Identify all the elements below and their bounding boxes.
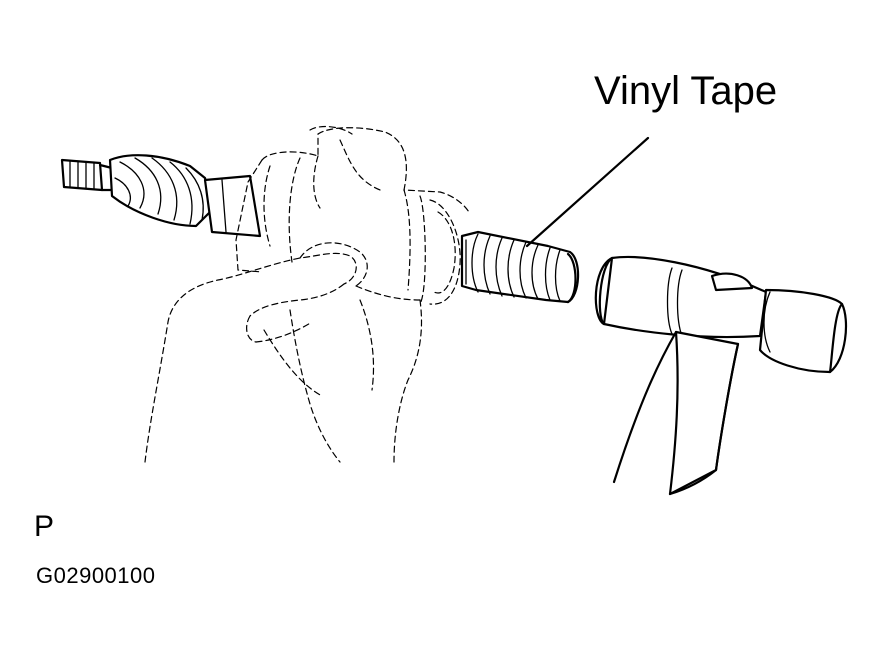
- gear-housing: [235, 125, 471, 291]
- vinyl-tape-label: Vinyl Tape: [594, 69, 778, 113]
- view-code: P: [34, 510, 55, 543]
- figure-number: G02900100: [36, 563, 156, 588]
- pinion-shaft: [203, 174, 262, 238]
- plastic-hammer: [594, 255, 848, 496]
- pinion-spline-end: [60, 158, 114, 192]
- hand: [144, 242, 423, 463]
- pinion-gear: [108, 154, 214, 228]
- taped-shaft: [460, 230, 580, 304]
- callout-leader-line: [525, 136, 650, 248]
- housing-flange: [419, 195, 461, 305]
